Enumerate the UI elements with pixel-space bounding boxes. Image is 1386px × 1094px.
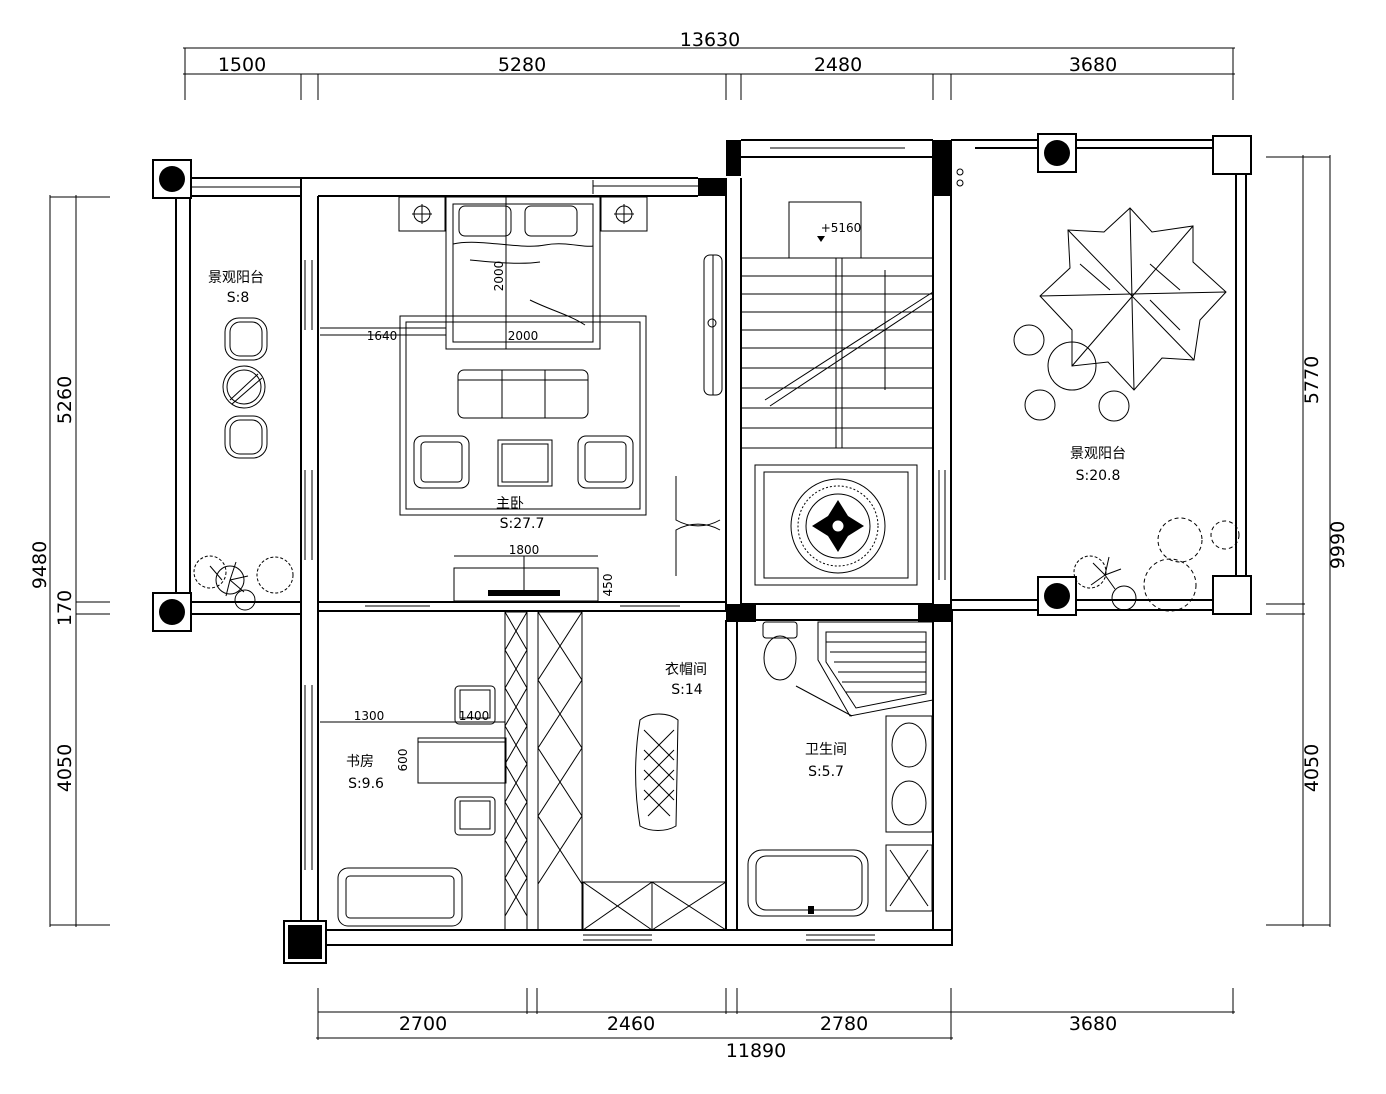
walls [175, 139, 1247, 946]
balcony-left-area: S:8 [227, 290, 250, 306]
vanity [885, 715, 933, 833]
plant-icon [1073, 517, 1240, 612]
bottom-total-dim: 11890 [726, 1040, 786, 1062]
bottom-dim-1: 2700 [399, 1013, 447, 1035]
door [675, 476, 721, 576]
left-dim-2: 170 [54, 590, 76, 626]
sofa [337, 867, 463, 927]
bottom-dimensions: 2700 2460 2780 3680 11890 [316, 988, 1235, 1062]
bathroom-area: S:5.7 [808, 764, 844, 780]
cloakroom-area: S:14 [671, 682, 703, 698]
right-dimensions: 5770 4050 9990 [1266, 155, 1349, 927]
cloakroom-name: 衣帽间 [665, 662, 707, 678]
coffee-table [497, 439, 553, 487]
study-dim-600: 600 [396, 749, 410, 772]
umbrella-icon [1039, 207, 1227, 391]
wardrobe-mirror [703, 254, 723, 396]
tv-cabinet [453, 555, 599, 602]
armchair [413, 435, 470, 489]
stairwell: +5160 [741, 201, 934, 586]
nightstand [398, 196, 446, 232]
cabinet [885, 844, 933, 912]
balcony-table [222, 365, 266, 409]
study-name: 书房 [346, 754, 374, 770]
top-total-dim: 13630 [680, 29, 740, 51]
balcony-stool [1013, 324, 1045, 356]
columns [152, 133, 1252, 964]
sofa [457, 369, 589, 419]
top-dim-1: 1500 [218, 54, 266, 76]
balcony-left-name: 景观阳台 [208, 270, 264, 286]
balcony-stool [1098, 390, 1130, 422]
elevation-label: +5160 [821, 221, 862, 235]
balcony-table [1047, 341, 1097, 391]
tv-depth-label: 450 [601, 574, 615, 597]
chair [454, 796, 496, 836]
study-area: S:9.6 [348, 776, 384, 792]
master-bedroom-name: 主卧 [496, 496, 524, 512]
bottom-dim-4: 3680 [1069, 1013, 1117, 1035]
nightstand [600, 196, 648, 232]
left-dimensions: 5260 170 4050 9480 [29, 195, 110, 927]
balcony-right-name: 景观阳台 [1070, 446, 1126, 462]
master-bedroom: 2000 2000 1640 [320, 196, 723, 602]
plant-icon [193, 555, 294, 611]
stairs [741, 201, 934, 449]
left-total-dim: 9480 [29, 541, 51, 589]
bed [445, 196, 601, 350]
top-dimensions: 13630 1500 5280 2480 3680 [183, 29, 1235, 100]
bathtub [747, 849, 869, 917]
top-dim-4: 3680 [1069, 54, 1117, 76]
left-balcony [193, 317, 294, 611]
study-dim-1400: 1400 [459, 709, 490, 723]
study: 1300 1400 600 书房 S:9.6 [320, 685, 507, 927]
right-balcony: 景观阳台 S:20.8 [956, 168, 1240, 612]
chair [454, 685, 496, 725]
bathroom: 卫生间 S:5.7 [747, 621, 934, 917]
bed-length-label: 2000 [492, 261, 506, 292]
wardrobe [504, 611, 727, 931]
top-dim-2: 5280 [498, 54, 546, 76]
shower [795, 621, 934, 717]
bed-width-label: 2000 [508, 329, 539, 343]
balcony-chair [224, 415, 268, 459]
toilet-icon [762, 621, 798, 681]
right-dim-2: 4050 [1301, 744, 1323, 792]
left-dim-1: 5260 [54, 376, 76, 424]
bottom-dim-3: 2780 [820, 1013, 868, 1035]
bedroom-dim-label: 1640 [367, 329, 398, 343]
master-bedroom-area: S:27.7 [500, 516, 545, 532]
bottom-dim-2: 2460 [607, 1013, 655, 1035]
right-dim-1: 5770 [1301, 356, 1323, 404]
balcony-chair [224, 317, 268, 361]
study-dim-1300: 1300 [354, 709, 385, 723]
right-total-dim: 9990 [1327, 521, 1349, 569]
balcony-stool [1024, 389, 1056, 421]
tv-width-label: 1800 [509, 543, 540, 557]
top-dim-3: 2480 [814, 54, 862, 76]
armchair [577, 435, 634, 489]
left-dim-3: 4050 [54, 744, 76, 792]
medallion-icon [754, 464, 918, 586]
ottoman [635, 713, 679, 831]
cloakroom: 衣帽间 S:14 [504, 611, 727, 931]
bathroom-name: 卫生间 [805, 742, 847, 758]
balcony-right-area: S:20.8 [1076, 468, 1121, 484]
desk [417, 737, 507, 784]
rug [399, 315, 647, 516]
